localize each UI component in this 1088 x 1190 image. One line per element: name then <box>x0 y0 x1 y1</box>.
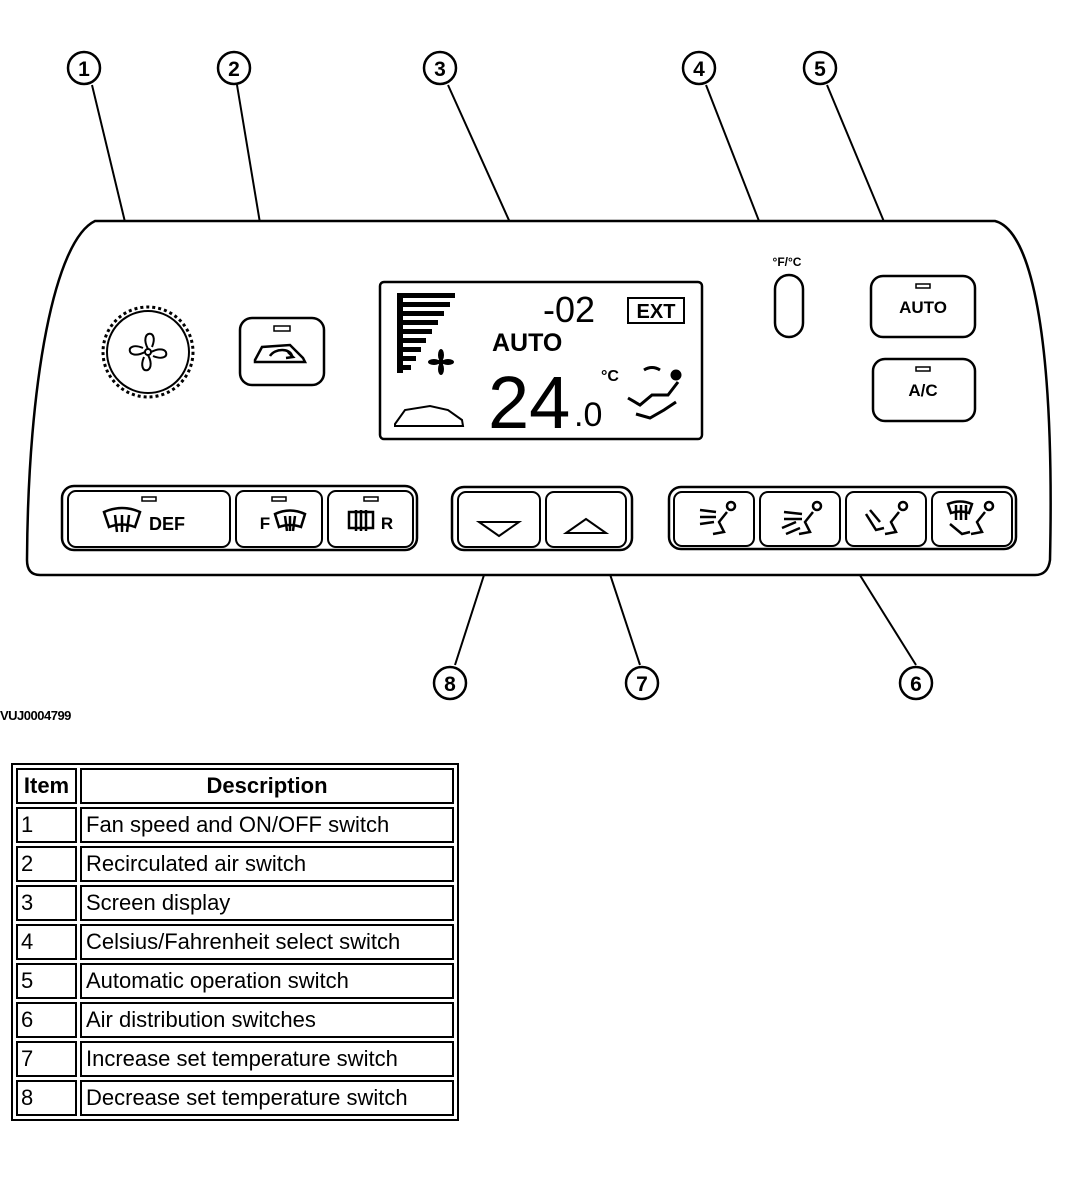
row-item: 8 <box>16 1080 77 1116</box>
svg-text:8: 8 <box>444 673 456 696</box>
unit-switch-label: °F/°C <box>773 255 802 269</box>
callout-6: 6 <box>898 665 934 701</box>
callout-1: 1 <box>66 50 102 86</box>
table-row: 1 Fan speed and ON/OFF switch <box>16 807 454 843</box>
ext-box <box>627 297 685 324</box>
def-indicator <box>141 496 157 502</box>
table-row: 5 Automatic operation switch <box>16 963 454 999</box>
set-temp-decimal: .0 <box>574 396 602 434</box>
row-description: Celsius/Fahrenheit select switch <box>80 924 454 960</box>
outside-temp-readout: -02 <box>543 289 595 330</box>
svg-text:4: 4 <box>693 58 705 81</box>
row-item: 5 <box>16 963 77 999</box>
table-row: 4 Celsius/Fahrenheit select switch <box>16 924 454 960</box>
row-description: Automatic operation switch <box>80 963 454 999</box>
ac-button-label: A/C <box>908 381 937 400</box>
row-description: Fan speed and ON/OFF switch <box>80 807 454 843</box>
row-item: 7 <box>16 1041 77 1077</box>
def-button-label: DEF <box>149 514 185 534</box>
celsius-fahrenheit-switch[interactable]: °F/°C <box>773 255 805 339</box>
callout-7: 7 <box>624 665 660 701</box>
climate-control-diagram: 1 2 3 4 5 6 7 8 <box>25 50 1052 701</box>
leader-lines <box>91 84 917 666</box>
screen-display: -02 EXT AUTO 24 .0 °C <box>378 280 704 444</box>
table-header-row: Item Description <box>16 768 454 804</box>
row-description: Decrease set temperature switch <box>80 1080 454 1116</box>
callout-4: 4 <box>681 50 717 86</box>
front-defrost-indicator <box>271 496 287 502</box>
unit-label: °C <box>601 368 619 385</box>
front-defrost-letter: F <box>260 514 270 533</box>
svg-text:2: 2 <box>228 58 240 81</box>
fan-icon <box>128 332 168 372</box>
feet-and-windscreen-vent-button[interactable] <box>931 491 1013 547</box>
row-item: 4 <box>16 924 77 960</box>
windscreen-defrost-icon <box>102 506 142 533</box>
callout-3: 3 <box>422 50 458 86</box>
table-row: 6 Air distribution switches <box>16 1002 454 1038</box>
table-row: 3 Screen display <box>16 885 454 921</box>
callout-5: 5 <box>802 50 838 86</box>
row-description: Recirculated air switch <box>80 846 454 882</box>
row-item: 2 <box>16 846 77 882</box>
row-item: 3 <box>16 885 77 921</box>
recirculation-button[interactable] <box>238 316 326 387</box>
figure-id: VUJ0004799 <box>0 708 71 723</box>
svg-text:1: 1 <box>78 58 90 81</box>
face-and-feet-vent-button[interactable] <box>759 491 841 547</box>
callout-8: 8 <box>432 665 468 701</box>
display-distribution-icon <box>627 366 682 420</box>
table-row: 2 Recirculated air switch <box>16 846 454 882</box>
temperature-up-button[interactable] <box>545 491 627 548</box>
front-defrost-button[interactable]: F <box>235 490 323 548</box>
row-description: Increase set temperature switch <box>80 1041 454 1077</box>
down-arrow-icon <box>475 521 523 538</box>
rear-defrost-button[interactable]: R <box>327 490 414 548</box>
ac-button[interactable]: A/C <box>871 357 977 423</box>
face-and-feet-vent-icon <box>781 500 823 536</box>
rear-defrost-letter: R <box>381 514 393 533</box>
rear-defrost-indicator <box>363 496 379 502</box>
ext-label: EXT <box>637 301 676 323</box>
front-defrost-icon <box>273 509 307 532</box>
air-distribution-button-group <box>667 485 1018 551</box>
recirculation-car-icon <box>253 343 308 364</box>
auto-indicator <box>915 283 931 289</box>
item-description-table: Item Description 1 Fan speed and ON/OFF … <box>11 763 459 1121</box>
row-description: Screen display <box>80 885 454 921</box>
face-vent-icon <box>699 500 737 536</box>
display-car-icon <box>394 404 465 427</box>
rear-window-defrost-icon <box>347 510 375 531</box>
feet-and-windscreen-vent-icon <box>946 500 995 536</box>
feet-vent-button[interactable] <box>845 491 927 547</box>
feet-vent-icon <box>864 500 909 536</box>
svg-text:6: 6 <box>910 673 922 696</box>
ac-indicator <box>915 366 931 372</box>
table-row: 8 Decrease set temperature switch <box>16 1080 454 1116</box>
auto-button[interactable]: AUTO <box>869 274 977 339</box>
fan-speed-bars <box>397 293 455 373</box>
row-description: Air distribution switches <box>80 1002 454 1038</box>
mode-label: AUTO <box>492 329 562 357</box>
table-row: 7 Increase set temperature switch <box>16 1041 454 1077</box>
auto-button-label: AUTO <box>899 298 947 317</box>
temperature-down-button[interactable] <box>457 491 541 548</box>
def-button[interactable]: DEF <box>67 490 231 548</box>
face-vent-button[interactable] <box>673 491 755 547</box>
fan-speed-knob[interactable] <box>101 305 195 399</box>
row-item: 1 <box>16 807 77 843</box>
display-fan-icon <box>428 349 454 375</box>
callout-2: 2 <box>216 50 252 86</box>
recirculation-indicator <box>273 325 291 332</box>
set-temp-readout: 24 <box>488 361 570 444</box>
row-item: 6 <box>16 1002 77 1038</box>
svg-text:5: 5 <box>814 58 826 81</box>
header-item: Item <box>16 768 77 804</box>
svg-text:7: 7 <box>636 673 648 696</box>
header-description: Description <box>80 768 454 804</box>
svg-text:3: 3 <box>434 58 446 81</box>
up-arrow-icon <box>562 517 610 534</box>
